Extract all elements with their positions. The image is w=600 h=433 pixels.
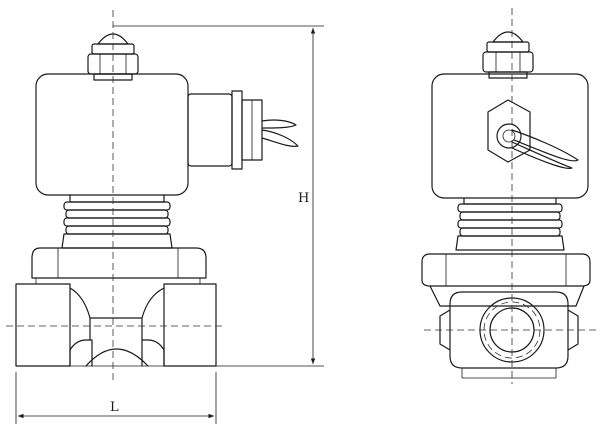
front-coil bbox=[35, 73, 189, 196]
front-bonnet bbox=[31, 247, 207, 279]
side-coil bbox=[431, 73, 589, 199]
length-label: L bbox=[110, 400, 119, 415]
side-stem bbox=[455, 197, 565, 251]
side-cap-nut bbox=[482, 31, 534, 79]
height-label: H bbox=[298, 191, 309, 206]
side-connector-hex bbox=[487, 99, 579, 169]
side-view bbox=[421, 8, 598, 384]
side-bonnet bbox=[421, 253, 591, 307]
front-body bbox=[15, 278, 217, 367]
height-dimension: H bbox=[113, 25, 324, 367]
length-dimension: L bbox=[15, 372, 217, 424]
front-connector bbox=[187, 90, 299, 170]
front-stem bbox=[61, 194, 173, 249]
front-view: H L bbox=[6, 10, 324, 424]
side-body bbox=[439, 291, 579, 379]
